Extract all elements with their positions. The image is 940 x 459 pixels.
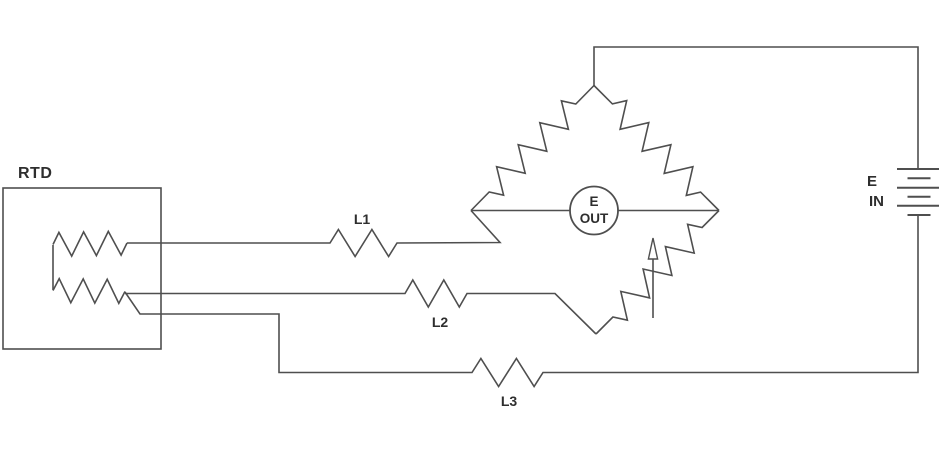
wiper-arrow-head-icon xyxy=(647,237,659,260)
l1-label: L1 xyxy=(354,211,371,227)
l2-label: L2 xyxy=(432,314,449,330)
bridge-arm-top-right-resistor xyxy=(593,84,720,212)
bridge-arm-variable-resistor xyxy=(595,209,720,335)
rtd-label: RTD xyxy=(18,165,52,182)
lead-wire-l1-resistor xyxy=(127,209,502,259)
bridge-arm-top-left-resistor xyxy=(470,84,595,212)
source-label-in: IN xyxy=(869,193,884,210)
source-label-e: E xyxy=(867,173,877,190)
rtd-element-bottom-resistor xyxy=(52,276,126,306)
l3-label: L3 xyxy=(501,393,518,409)
rtd-element-top-resistor xyxy=(52,229,128,258)
battery-symbol xyxy=(897,168,939,216)
output-meter-label-e: E xyxy=(589,194,598,209)
lead-wire-l2-resistor xyxy=(125,278,597,335)
supply-top-rail-wire xyxy=(593,46,919,169)
rtd-box xyxy=(2,187,162,350)
lead-wire-l3-resistor xyxy=(124,215,919,388)
output-meter-circle xyxy=(569,185,619,236)
output-meter-label-out: OUT xyxy=(580,211,609,226)
